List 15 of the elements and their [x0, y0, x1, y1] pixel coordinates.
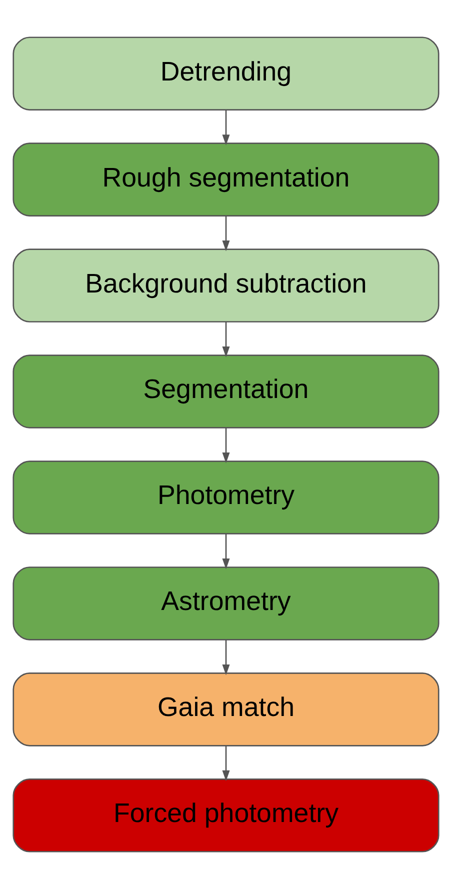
arrow	[222, 428, 230, 464]
node-box: Gaia match	[12, 672, 440, 746]
node-box: Rough segmentation	[12, 142, 440, 216]
node-box: Astrometry	[12, 566, 440, 640]
node-box: Detrending	[12, 36, 440, 110]
arrow	[222, 322, 230, 358]
node-box: Photometry	[12, 460, 440, 534]
arrow	[222, 534, 230, 570]
arrow	[222, 746, 230, 782]
node-box: Forced photometry	[12, 778, 440, 852]
arrow	[222, 640, 230, 676]
arrow	[222, 110, 230, 146]
arrow	[222, 216, 230, 252]
node-box: Segmentation	[12, 354, 440, 428]
node-box: Background subtraction	[12, 248, 440, 322]
